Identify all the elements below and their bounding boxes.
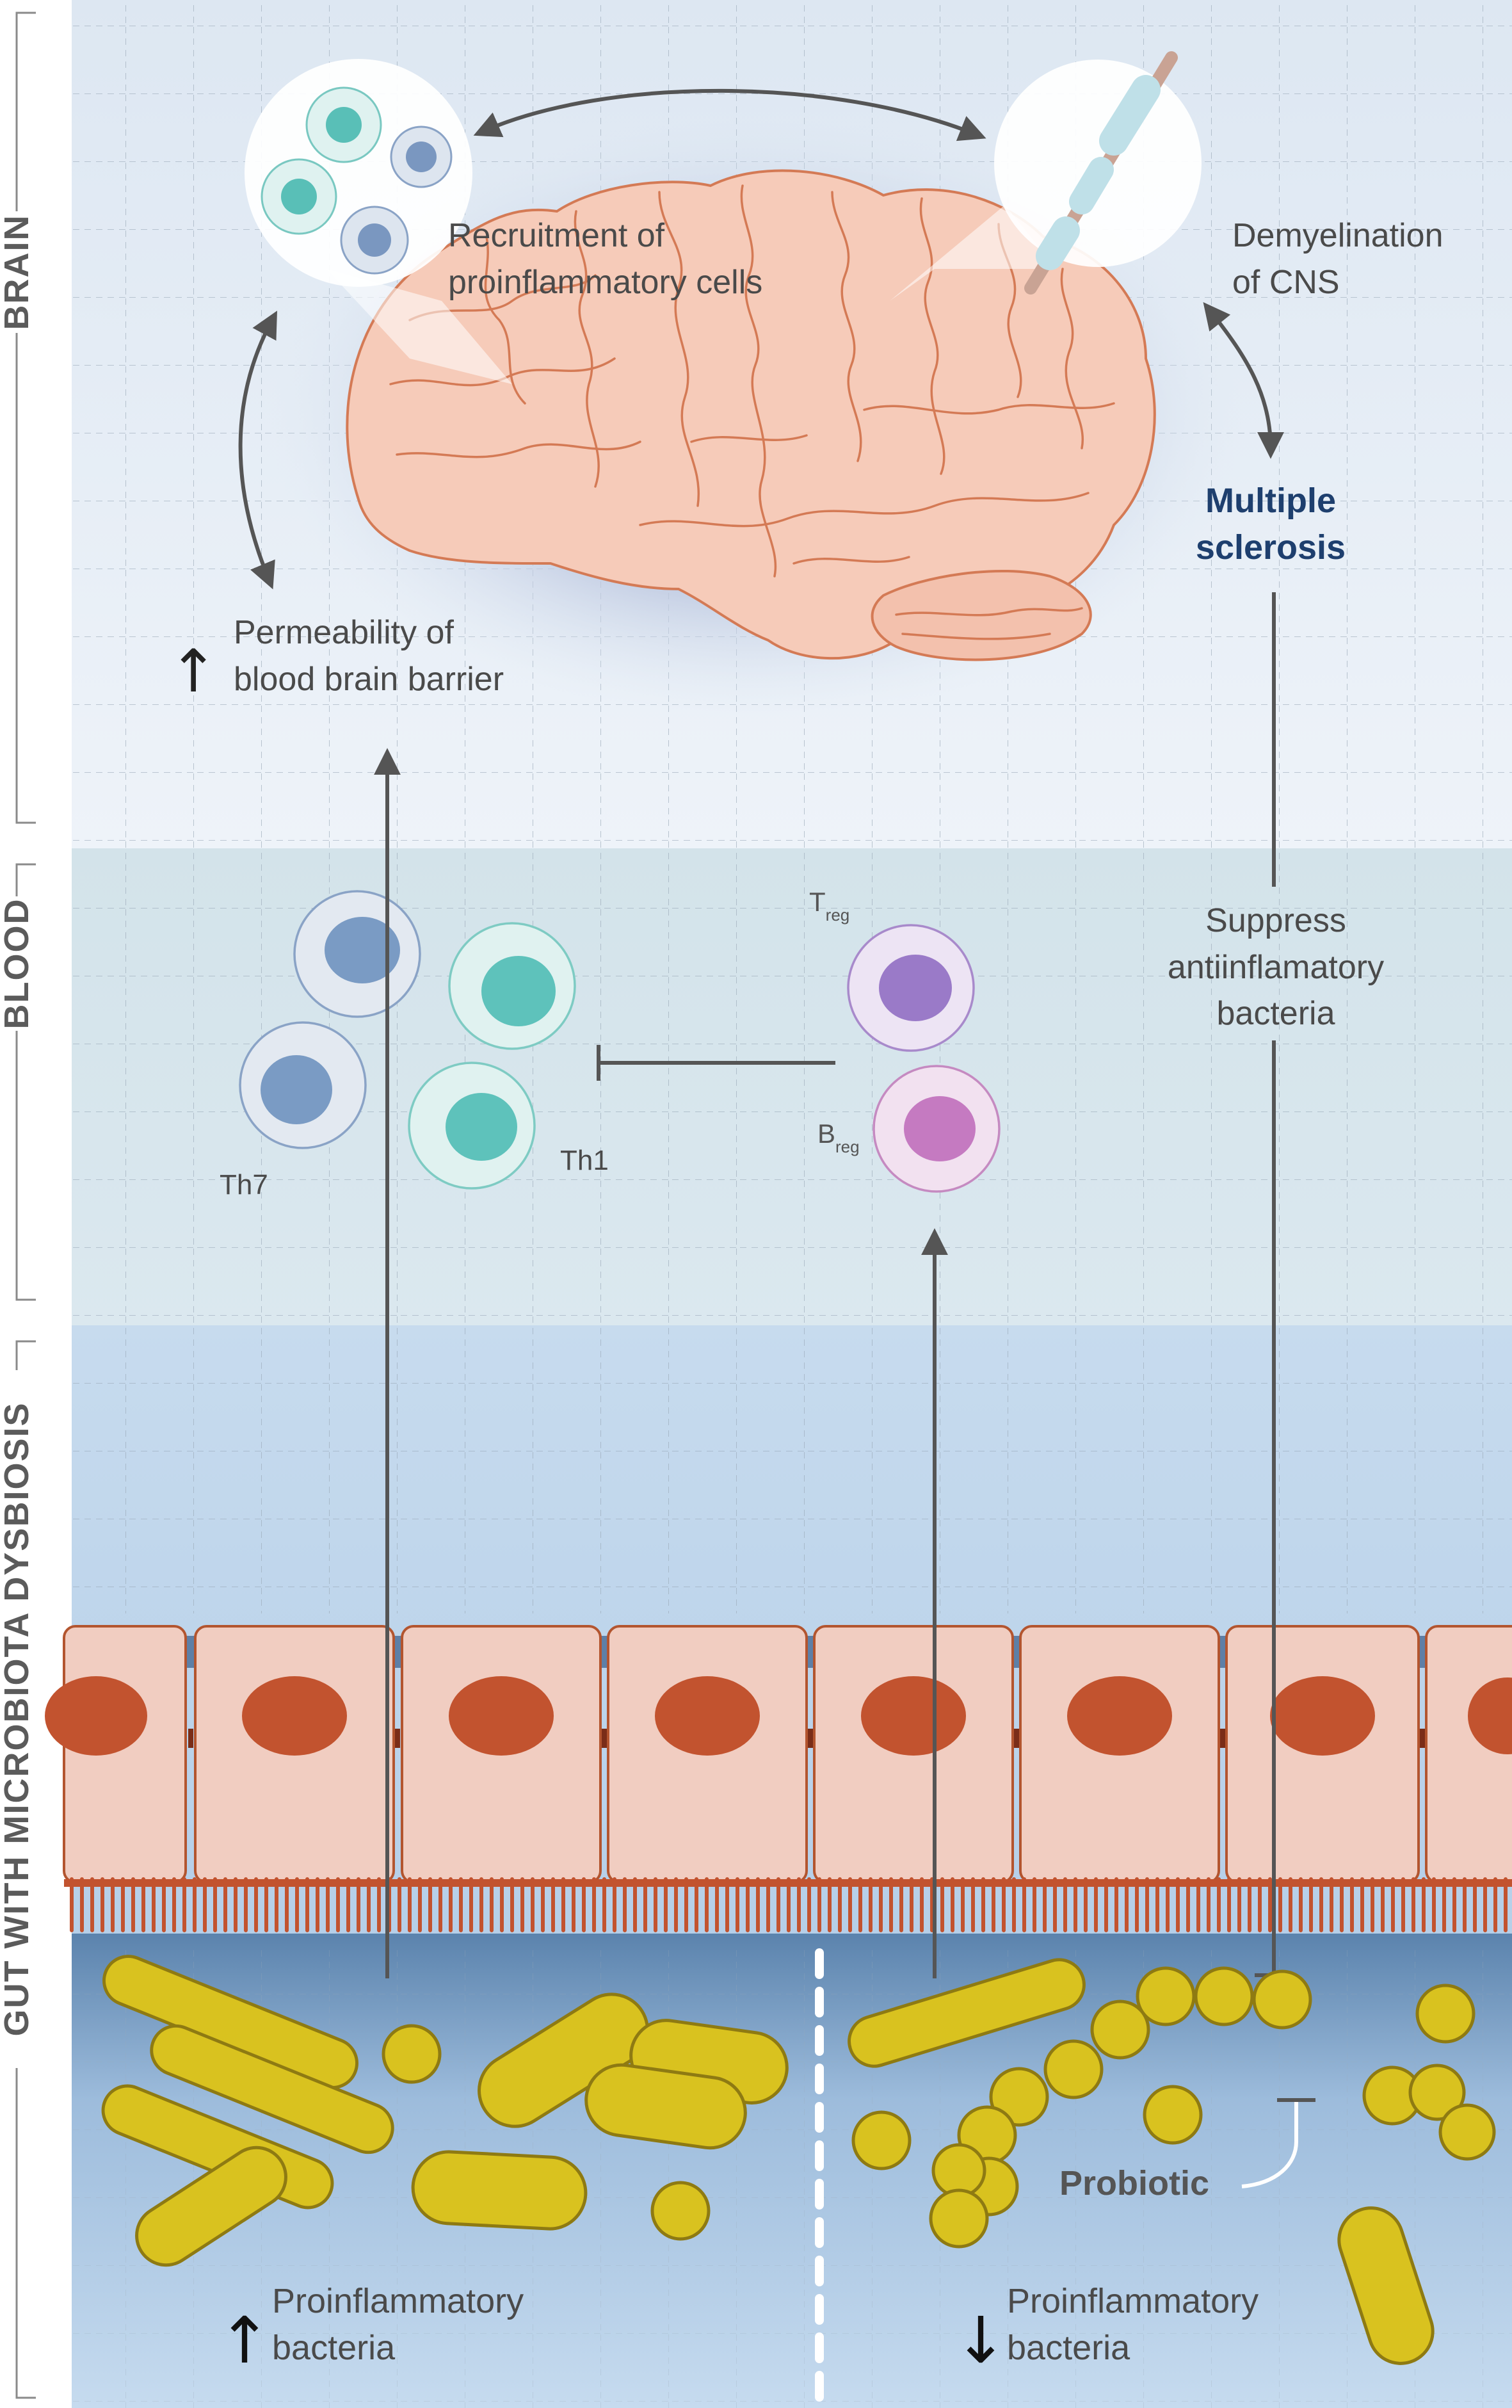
bacterium-coccus: [1408, 2064, 1466, 2121]
breg-label: Breg: [817, 1119, 860, 1156]
brain-illustration: [346, 169, 1156, 661]
nucleus: [1270, 1676, 1375, 1756]
bacterium-coccus: [851, 2110, 912, 2170]
brain-arrows: [238, 88, 1284, 590]
recruited-cells-magnifier: [245, 59, 472, 287]
suppress-label-line2: antiinflamatory: [1168, 949, 1384, 986]
th7-cell-1: [293, 890, 421, 1018]
epithelium-cells: [63, 1625, 1512, 1884]
demyelination-magnifier: [994, 51, 1202, 295]
recruitment-label-line2: proinflammatory cells: [448, 264, 762, 301]
bacterium-coccus: [1043, 2039, 1104, 2099]
bacterium-coccus: [929, 2188, 989, 2249]
bacterium-rod: [411, 2150, 588, 2231]
ms-label-line2: sclerosis: [1196, 528, 1346, 567]
bacterium-coccus: [1194, 1966, 1254, 2026]
proinflammatory-bacteria-left: [101, 1955, 789, 2267]
epithelium-nuclei: [45, 1676, 1512, 1756]
treg-label: Treg: [809, 887, 849, 925]
th1-cell-2: [408, 1062, 536, 1190]
recruitment-label-line1: Recruitment of: [448, 217, 665, 254]
cell-teal-1: [305, 86, 382, 163]
bacterium-coccus: [1136, 1966, 1196, 2026]
bacterium-rod: [135, 2145, 287, 2267]
probiotic-inhibition-arrow: [1241, 2098, 1315, 2188]
suppress-label-line1: Suppress: [1205, 902, 1346, 939]
nucleus: [861, 1676, 966, 1756]
th1-cell-1: [448, 922, 576, 1050]
bacterium-coccus: [1415, 1984, 1476, 2044]
brain-gyri: [389, 184, 1115, 640]
bacterium-coccus: [1252, 1969, 1312, 2030]
ms-label-line1: Multiple: [1205, 481, 1336, 520]
bacterium-coccus: [650, 2181, 711, 2241]
cell-teal-2: [261, 158, 337, 235]
bacteria-right: [848, 1958, 1496, 2365]
bacterium-coccus: [989, 2067, 1049, 2127]
cell-blue-2: [340, 206, 409, 275]
bacterium-coccus: [382, 2024, 442, 2084]
demyelination-label-line1: Demyelination: [1232, 217, 1444, 254]
th7-label: Th7: [220, 1169, 268, 1200]
bacterium-coccus: [1090, 2000, 1150, 2060]
nucleus: [45, 1676, 147, 1756]
section-label-brain: BRAIN: [0, 214, 36, 330]
right-bacteria-label-line1: Proinflammatory: [1007, 2282, 1259, 2320]
cell-blue-1: [390, 125, 453, 188]
bacterium-coccus: [1143, 2085, 1203, 2145]
epithelial-cell: [1425, 1625, 1512, 1884]
right-bacteria-label-line2: bacteria: [1007, 2329, 1130, 2367]
myelin-segment-3: [1036, 216, 1080, 270]
section-brackets: [15, 12, 36, 2399]
th7-cell-2: [239, 1021, 367, 1149]
nucleus: [1468, 1677, 1512, 1754]
section-label-gut: GUT WITH MICROBIOTA DYSBIOSIS: [0, 1402, 36, 2037]
nucleus: [1067, 1676, 1172, 1756]
bacterium-rod: [584, 2063, 747, 2150]
permeability-up-arrow: ↑: [168, 637, 218, 706]
tight-junctions: [188, 1729, 1425, 1748]
myelin-segment-1: [1099, 75, 1161, 156]
zoom-wedge-right: [890, 205, 1056, 301]
brain-body: [346, 169, 1156, 660]
nucleus: [242, 1676, 347, 1756]
breg-label-main: B: [817, 1119, 835, 1149]
section-label-blood: BLOOD: [0, 898, 36, 1030]
arrow-demyelination-ms: [1203, 302, 1284, 459]
probiotic-label: Probiotic: [1059, 2164, 1209, 2202]
bacterium-coccus: [1438, 2103, 1496, 2161]
bacterium-rod: [1337, 2206, 1435, 2365]
right-bacteria-arrow: ↓: [954, 2303, 1008, 2378]
th1-label: Th1: [560, 1145, 609, 1176]
nucleus: [655, 1676, 760, 1756]
bacterium-rod: [848, 1958, 1086, 2068]
arrow-cells-demyelination: [473, 88, 986, 141]
zoom-wedge-left: [326, 269, 512, 384]
arrow-cells-permeability: [238, 311, 277, 590]
pathway-arrows: [374, 592, 1293, 1978]
suppress-label-line3: bacteria: [1217, 995, 1335, 1032]
left-bacteria-arrow: ↑: [218, 2303, 271, 2378]
bacterium-coccus: [931, 2143, 986, 2198]
treg-label-sub: reg: [826, 905, 850, 925]
left-bacteria-label-line1: Proinflammatory: [272, 2282, 524, 2320]
breg-label-sub: reg: [835, 1137, 860, 1156]
microvilli: [70, 1877, 1508, 1932]
myelin-segment-2: [1069, 157, 1114, 214]
inhibition-arrow-regulatory: [597, 1045, 835, 1081]
treg-cell: [847, 924, 975, 1052]
left-bacteria-label-line2: bacteria: [272, 2329, 396, 2367]
bacterium-rod: [150, 2024, 394, 2154]
permeability-label-line2: blood brain barrier: [234, 661, 504, 698]
treg-label-main: T: [809, 887, 826, 917]
demyelination-label-line2: of CNS: [1232, 264, 1340, 301]
breg-cell: [873, 1065, 1001, 1193]
nucleus: [449, 1676, 554, 1756]
bacterium-rod: [478, 1992, 649, 2128]
permeability-label-line1: Permeability of: [234, 614, 454, 651]
epithelial-cell: [63, 1625, 187, 1884]
